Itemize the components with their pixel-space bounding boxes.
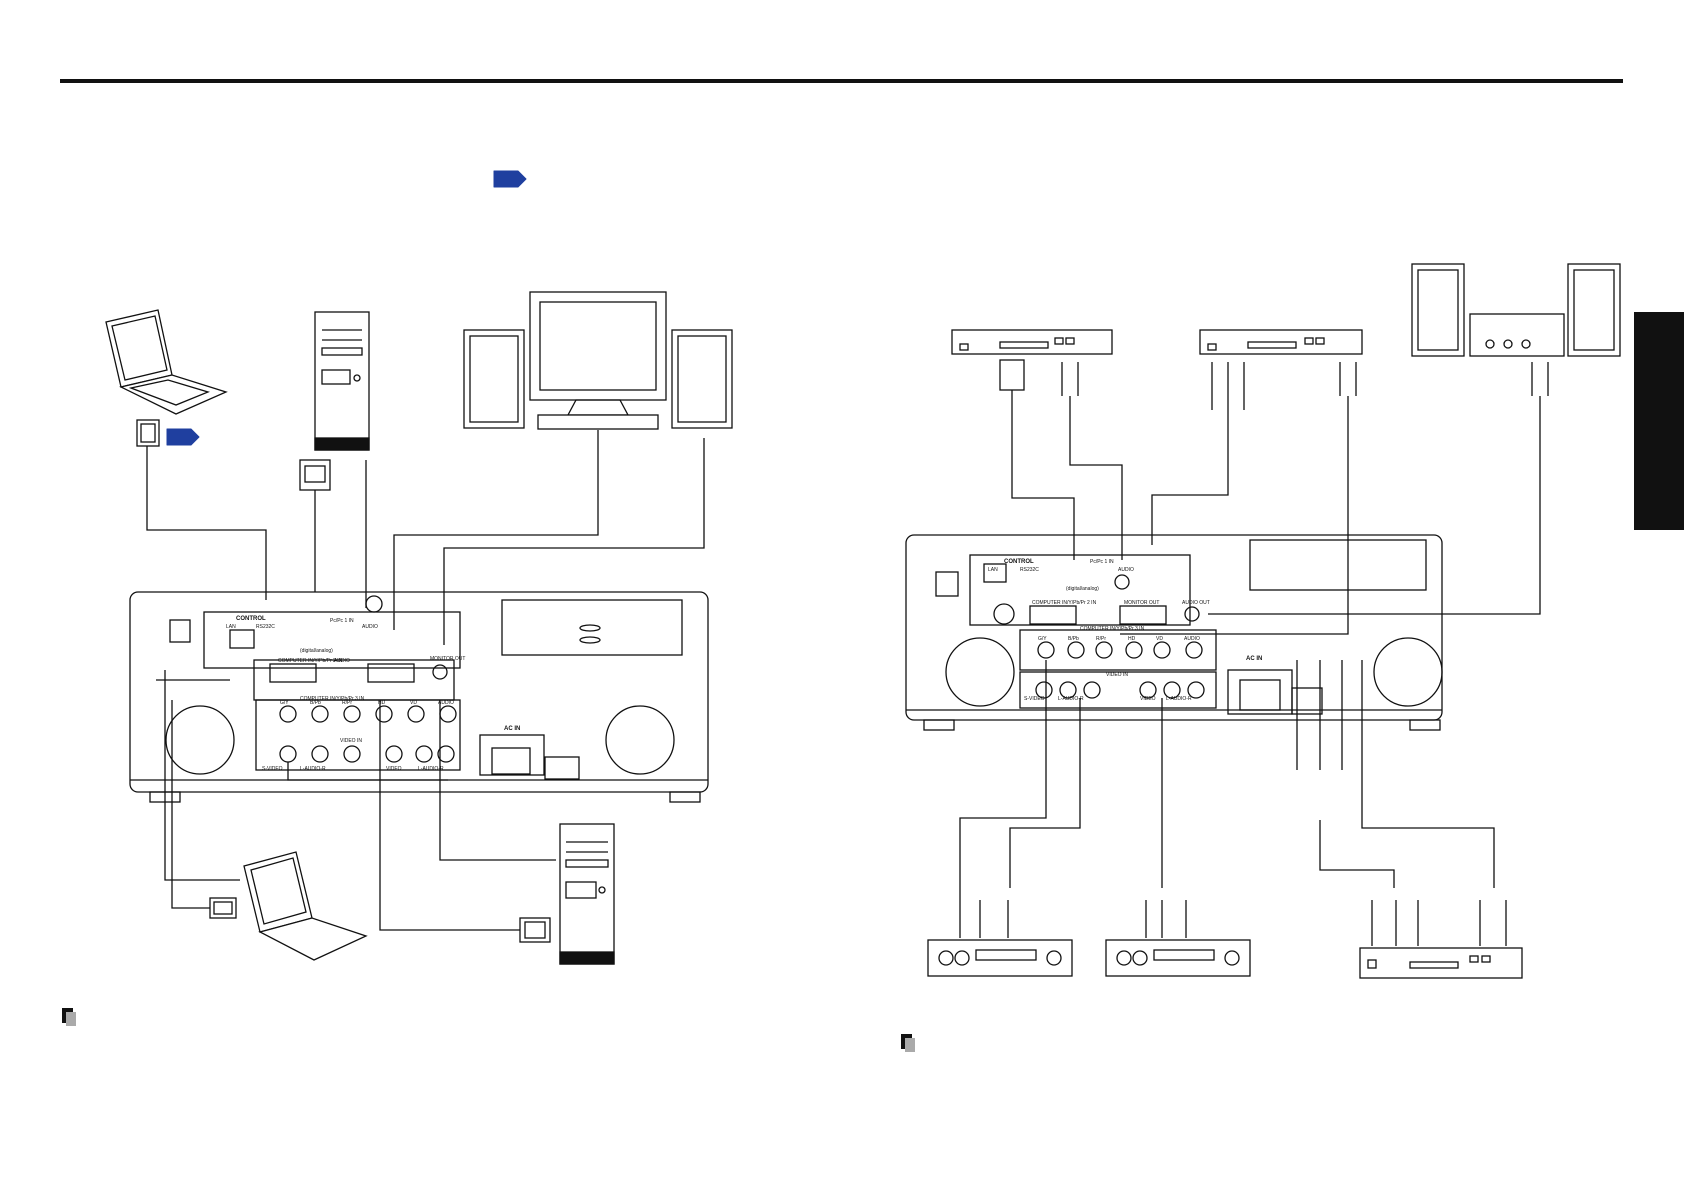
port-label-audio2: AUDIO: [334, 658, 350, 664]
port-label-video-in: VIDEO IN: [340, 738, 362, 744]
port-label-audio3: AUDIO: [1184, 636, 1200, 642]
port-label-lan: LAN: [988, 567, 998, 573]
dvi-plug-icon: [299, 459, 331, 491]
port-label-computer3: COMPUTER IN/Y/Pb/Pr 3 IN: [300, 696, 365, 702]
port-label-video: VIDEO: [386, 766, 402, 772]
note-icon: [901, 1034, 915, 1052]
port-label-dvi-sub: (digital/analog): [1066, 586, 1099, 592]
port-label-computer3: COMPUTER IN/Y/Pb/Pr 3 IN: [1080, 626, 1145, 632]
port-label-monitor-out: MONITOR OUT: [1124, 600, 1159, 606]
vga-plug-icon: [209, 897, 237, 919]
port-label-dvi: Pc/Pc 1 IN: [330, 618, 354, 624]
port-label-control: CONTROL: [236, 616, 266, 622]
port-label-ac-in: AC IN: [1246, 656, 1262, 662]
port-label-lr: L-AUDIO-R: [300, 766, 326, 772]
port-label-gy: G/Y: [280, 700, 289, 706]
port-label-rpr: R/Pr: [1096, 636, 1106, 642]
port-label-audio-out: AUDIO OUT: [1182, 600, 1210, 606]
port-label-gy: G/Y: [1038, 636, 1047, 642]
laptop-icon: [243, 851, 368, 961]
laptop-icon: [105, 309, 228, 415]
stereo-system-icon: [1411, 263, 1621, 357]
vga-plug-icon: [136, 419, 160, 458]
port-label-lr2: L-AUDIO-R: [1166, 696, 1192, 702]
port-label-vd: VD: [410, 700, 417, 706]
port-label-lan: LAN: [226, 624, 236, 630]
port-label-computer-in: COMPUTER IN/Y/Pb/Pr 2 IN: [278, 658, 343, 664]
port-label-audio: AUDIO: [1118, 567, 1134, 573]
port-label-rs232c: RS232C: [1020, 567, 1039, 573]
port-label-hd: HD: [1128, 636, 1136, 642]
port-label-audio: AUDIO: [362, 624, 378, 630]
tower-pc-icon: [314, 311, 370, 451]
port-label-bpb: B/Pb: [310, 700, 321, 706]
rca-plug-icon: [999, 359, 1549, 410]
header-rule: [60, 79, 1623, 83]
vga-plug-icon: [519, 917, 551, 943]
port-label-hd: HD: [378, 700, 386, 706]
speaker-icon: [463, 329, 733, 429]
port-label-vd: VD: [1156, 636, 1163, 642]
port-label-rpr: R/Pr: [342, 700, 352, 706]
port-label-monitor-out: MONITOR OUT: [430, 656, 465, 662]
jack-row: [983, 563, 1205, 699]
monitor-icon: [529, 291, 667, 430]
port-label-video: VIDEO: [1140, 696, 1156, 702]
blue-arrow-icon: [166, 428, 200, 446]
port-label-audio3: AUDIO: [438, 700, 454, 706]
port-label-dvi-sub: (digital/analog): [300, 648, 333, 654]
port-label-lr: L-AUDIO-R: [1058, 696, 1084, 702]
projector-rear-icon: [905, 534, 1443, 731]
blue-arrow-icon: [493, 170, 527, 188]
port-label-dvi: Pc/Pc 1 IN: [1090, 559, 1114, 565]
tower-pc-icon: [559, 823, 615, 965]
port-label-svideo: S-VIDEO: [1024, 696, 1045, 702]
port-label-computer-in: COMPUTER IN/Y/Pb/Pr 2 IN: [1032, 600, 1097, 606]
jack-row: [229, 595, 457, 763]
section-tab-marker: [1634, 312, 1684, 530]
rca-plug-icon: [959, 900, 1507, 946]
dvd-player-icon: [1359, 947, 1523, 979]
port-label-lr2: L-AUDIO-R: [418, 766, 444, 772]
port-label-bpb: B/Pb: [1068, 636, 1079, 642]
port-label-control: CONTROL: [1004, 559, 1034, 565]
port-label-video-in: VIDEO IN: [1106, 672, 1128, 678]
note-icon: [62, 1008, 76, 1026]
projector-rear-icon: [129, 591, 709, 803]
vcr-icon: [927, 939, 1251, 977]
port-label-svideo: S-VIDEO: [262, 766, 283, 772]
dvd-player-icon: [951, 329, 1363, 355]
port-label-rs232c: RS232C: [256, 624, 275, 630]
port-label-ac-in: AC IN: [504, 726, 520, 732]
